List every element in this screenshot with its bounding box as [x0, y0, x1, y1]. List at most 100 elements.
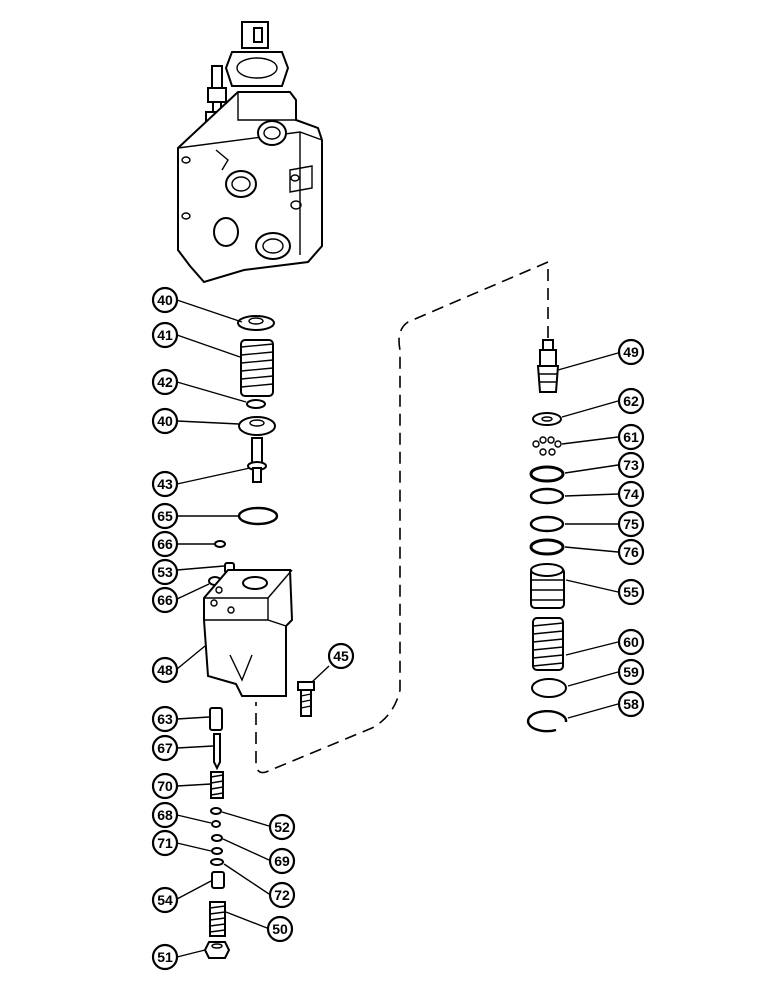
callout-50-label: 50: [272, 921, 288, 937]
callout-58: 58: [617, 690, 645, 718]
callout-71-label: 71: [157, 835, 173, 851]
callout-66-upper: 66: [151, 530, 179, 558]
part-54-poppet: [211, 871, 225, 889]
callout-62: 62: [617, 387, 645, 415]
part-40-lower-washer: [238, 416, 276, 436]
part-72-backup-ring: [210, 858, 224, 866]
part-61-balls: [532, 436, 562, 456]
callout-59: 59: [617, 658, 645, 686]
part-65-o-ring: [237, 506, 279, 526]
callout-40-lower: 40: [151, 407, 179, 435]
callout-48: 48: [151, 656, 179, 684]
callout-68: 68: [151, 801, 179, 829]
valve-body-assembly: [177, 21, 323, 284]
callout-52: 52: [268, 813, 296, 841]
part-48-cap-housing: [203, 569, 294, 697]
callout-45: 45: [327, 642, 355, 670]
callout-74-label: 74: [623, 486, 639, 502]
part-60-spring: [532, 617, 564, 671]
callout-45-label: 45: [333, 648, 349, 664]
callout-42-label: 42: [157, 374, 173, 390]
callout-60-label: 60: [623, 634, 639, 650]
part-45-cap-screw: [297, 681, 315, 717]
assembly-link-dashed-line: [255, 260, 549, 774]
callout-54-label: 54: [157, 892, 173, 908]
callout-69-label: 69: [274, 853, 290, 869]
callout-70: 70: [151, 772, 179, 800]
callout-50: 50: [266, 915, 294, 943]
callout-59-label: 59: [623, 664, 639, 680]
callout-68-label: 68: [157, 807, 173, 823]
callout-41: 41: [151, 321, 179, 349]
callout-49-label: 49: [623, 344, 639, 360]
part-74-o-ring: [529, 487, 565, 505]
part-62-washer: [532, 412, 562, 426]
part-73-ring: [529, 465, 565, 483]
callout-75-label: 75: [623, 516, 639, 532]
callout-73-label: 73: [623, 457, 639, 473]
part-59-disc: [531, 678, 567, 698]
part-40-upper-washer: [237, 315, 275, 331]
callout-48-label: 48: [157, 662, 173, 678]
callout-76-label: 76: [623, 544, 639, 560]
callout-53-label: 53: [157, 564, 173, 580]
callout-55-label: 55: [623, 584, 639, 600]
callout-63: 63: [151, 705, 179, 733]
callout-67: 67: [151, 734, 179, 762]
part-63-cap: [209, 707, 223, 731]
callout-49: 49: [617, 338, 645, 366]
callout-72-label: 72: [274, 887, 290, 903]
part-69-ring: [211, 834, 223, 842]
callout-72: 72: [268, 881, 296, 909]
part-66-small-ring-upper: [214, 540, 226, 548]
callout-74: 74: [617, 480, 645, 508]
part-52-ball: [210, 807, 222, 815]
part-49-valve-poppet: [536, 339, 560, 393]
callout-54: 54: [151, 886, 179, 914]
part-67-pin: [213, 733, 221, 771]
callout-40-upper-label: 40: [157, 292, 173, 308]
callout-61-label: 61: [623, 429, 639, 445]
callout-61: 61: [617, 423, 645, 451]
callout-40-lower-label: 40: [157, 413, 173, 429]
callout-71: 71: [151, 829, 179, 857]
callout-65: 65: [151, 502, 179, 530]
callout-62-label: 62: [623, 393, 639, 409]
callout-67-label: 67: [157, 740, 173, 756]
callout-51-label: 51: [157, 949, 173, 965]
callout-75: 75: [617, 510, 645, 538]
part-76-ring: [529, 538, 565, 556]
part-42-washer: [246, 399, 266, 409]
part-58-snap-ring: [526, 709, 568, 733]
part-68-washer: [211, 820, 221, 828]
callout-43: 43: [151, 470, 179, 498]
callout-43-label: 43: [157, 476, 173, 492]
callout-41-label: 41: [157, 327, 173, 343]
part-50-adjusting-screw: [209, 901, 226, 937]
part-75-o-ring: [529, 515, 565, 533]
callout-58-label: 58: [623, 696, 639, 712]
callout-66-upper-label: 66: [157, 536, 173, 552]
part-41-spring: [240, 339, 274, 397]
part-43-spool-bolt: [247, 437, 267, 483]
part-71-o-ring: [211, 847, 223, 855]
part-70-spring: [210, 771, 224, 799]
callout-42: 42: [151, 368, 179, 396]
callout-40-upper: 40: [151, 286, 179, 314]
callout-55: 55: [617, 578, 645, 606]
part-51-nut: [203, 941, 231, 959]
callout-53: 53: [151, 558, 179, 586]
callout-69: 69: [268, 847, 296, 875]
callout-73: 73: [617, 451, 645, 479]
callout-76: 76: [617, 538, 645, 566]
callout-51: 51: [151, 943, 179, 971]
callout-66-lower: 66: [151, 586, 179, 614]
callout-66-lower-label: 66: [157, 592, 173, 608]
callout-70-label: 70: [157, 778, 173, 794]
callout-52-label: 52: [274, 819, 290, 835]
leader-lines: [176, 299, 619, 958]
callout-60: 60: [617, 628, 645, 656]
part-55-sleeve: [530, 563, 565, 609]
callout-65-label: 65: [157, 508, 173, 524]
